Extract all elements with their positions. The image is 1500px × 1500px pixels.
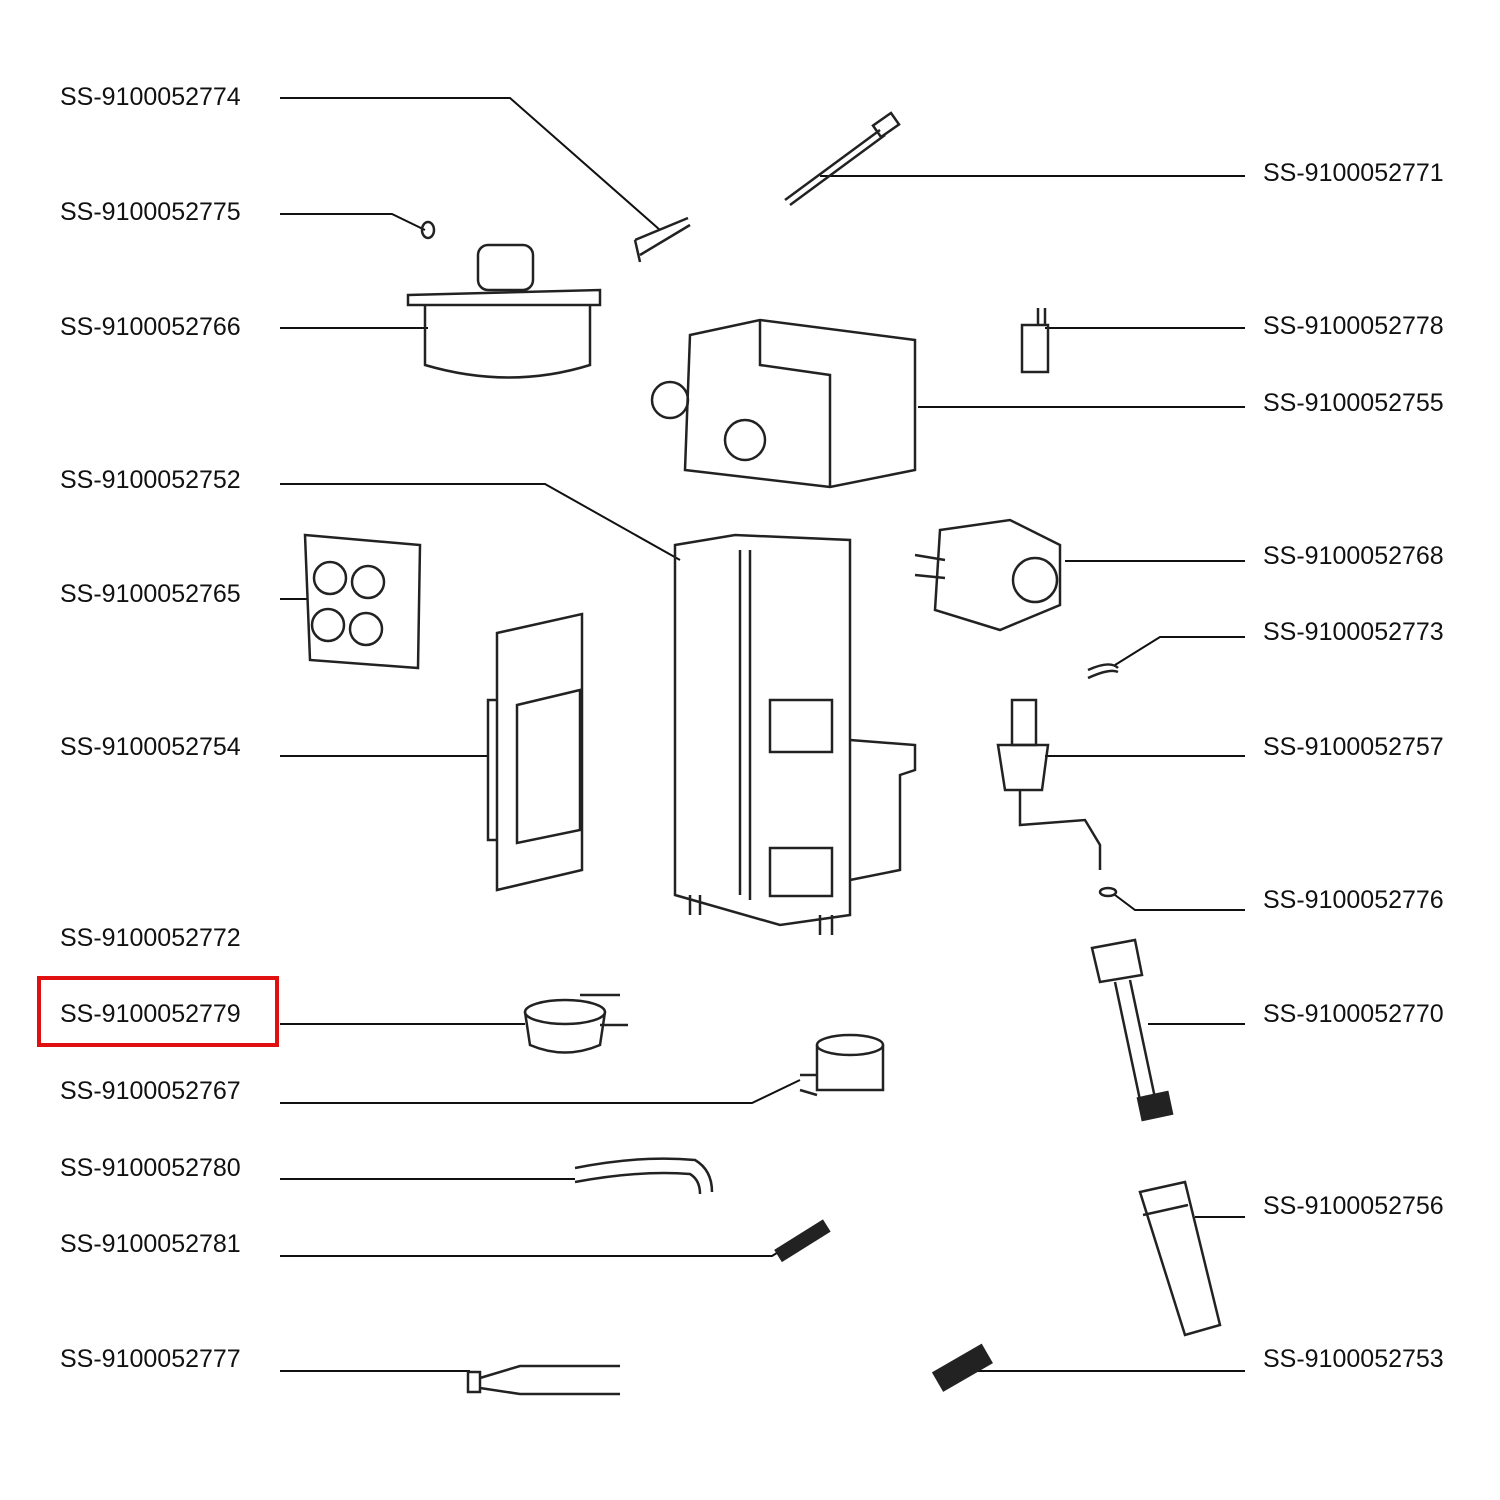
part-label-2771[interactable]: SS-9100052771 <box>1263 159 1444 187</box>
part-hex-key <box>633 216 691 263</box>
part-brew-unit-top <box>406 243 602 379</box>
part-label-2753[interactable]: SS-9100052753 <box>1263 1345 1444 1373</box>
part-label-2757[interactable]: SS-9100052757 <box>1263 733 1444 761</box>
part-small-oring <box>420 220 436 240</box>
part-connector-clip <box>1020 308 1050 374</box>
leader-2767 <box>280 1079 801 1104</box>
part-label-2773[interactable]: SS-9100052773 <box>1263 618 1444 646</box>
part-label-2755[interactable]: SS-9100052755 <box>1263 389 1444 417</box>
part-label-2754[interactable]: SS-9100052754 <box>60 733 241 761</box>
part-washer <box>1098 886 1118 898</box>
part-label-2752[interactable]: SS-9100052752 <box>60 466 241 494</box>
part-milk-tube <box>1138 1180 1222 1337</box>
part-hose <box>574 1157 714 1195</box>
leader-2752 <box>280 483 681 561</box>
part-label-2780[interactable]: SS-9100052780 <box>60 1154 241 1182</box>
part-flowmeter <box>799 1033 885 1097</box>
part-pressure-switch <box>523 993 628 1054</box>
part-circuit-board <box>486 612 584 892</box>
leader-2781 <box>280 1244 791 1257</box>
leader-lines <box>280 97 1245 1372</box>
part-label-2774[interactable]: SS-9100052774 <box>60 83 241 111</box>
part-label-2779[interactable]: SS-9100052779 <box>60 1000 241 1028</box>
part-label-2772[interactable]: SS-9100052772 <box>60 924 241 952</box>
part-label-2766[interactable]: SS-9100052766 <box>60 313 241 341</box>
part-label-2765[interactable]: SS-9100052765 <box>60 580 241 608</box>
part-cable-sensor <box>784 111 901 207</box>
part-spring <box>774 1219 831 1263</box>
part-spring-large <box>931 1343 993 1392</box>
part-button-panel <box>303 533 422 670</box>
part-label-2777[interactable]: SS-9100052777 <box>60 1345 241 1373</box>
leader-2774 <box>280 97 661 231</box>
part-chassis-frame <box>650 318 917 489</box>
part-steam-wand <box>1090 938 1174 1122</box>
part-heater-pump-assembly <box>914 518 1062 632</box>
part-label-2778[interactable]: SS-9100052778 <box>1263 312 1444 340</box>
part-label-2776[interactable]: SS-9100052776 <box>1263 886 1444 914</box>
part-label-2770[interactable]: SS-9100052770 <box>1263 1000 1444 1028</box>
part-label-2767[interactable]: SS-9100052767 <box>60 1077 241 1105</box>
parts <box>303 111 1222 1396</box>
leader-2776 <box>1114 894 1245 911</box>
part-label-2756[interactable]: SS-9100052756 <box>1263 1192 1444 1220</box>
part-label-2775[interactable]: SS-9100052775 <box>60 198 241 226</box>
part-label-2781[interactable]: SS-9100052781 <box>60 1230 241 1258</box>
part-spring-clip <box>1087 663 1119 680</box>
leader-2775 <box>280 213 426 231</box>
part-main-housing <box>673 533 917 935</box>
part-steam-valve <box>996 698 1102 870</box>
leader-2773 <box>1114 636 1245 666</box>
part-wire-harness <box>466 1364 620 1396</box>
highlight-box <box>37 976 279 1047</box>
part-label-2768[interactable]: SS-9100052768 <box>1263 542 1444 570</box>
